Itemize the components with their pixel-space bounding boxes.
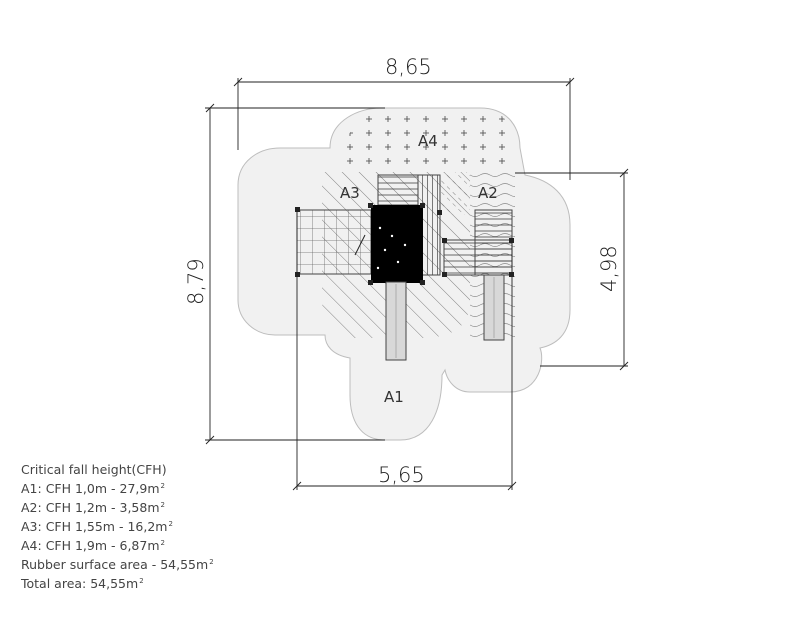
zone-a4-pattern (342, 108, 518, 172)
legend-item-a3: A3: CFH 1,55m - 16,2m2 (21, 519, 173, 534)
legend-item-a1: A1: CFH 1,0m - 27,9m2 (21, 481, 165, 496)
zone-label-a4: A4 (418, 132, 438, 150)
zone-label-a2: A2 (478, 184, 498, 202)
dimension-structure-width (292, 212, 517, 491)
legend-title: Critical fall height(CFH) (21, 462, 167, 477)
climbing-net (296, 209, 372, 275)
dimension-label-overall-depth: 8,79 (184, 258, 208, 305)
zone-label-a1: A1 (384, 388, 404, 406)
dimension-overall-depth (205, 103, 385, 445)
legend-item-a2: A2: CFH 1,2m - 3,58m2 (21, 500, 165, 515)
zone-label-a3: A3 (340, 184, 360, 202)
dimension-label-structure-width: 5,65 (378, 463, 425, 487)
dimension-overall-width (233, 77, 575, 180)
fall-height-legend: Critical fall height(CFH) A1: CFH 1,0m -… (21, 462, 214, 592)
dimension-label-side-depth: 4,98 (597, 245, 621, 292)
platform-holes (376, 226, 407, 270)
dimension-label-overall-width: 8,65 (385, 55, 432, 79)
central-platform (371, 205, 423, 283)
stairs-top (377, 174, 419, 206)
play-structure (295, 174, 514, 361)
legend-item-rubber-area: Rubber surface area - 54,55m2 (21, 557, 214, 572)
legend-item-total-area: Total area: 54,55m2 (21, 576, 144, 591)
side-ladder (474, 209, 513, 276)
legend-item-a4: A4: CFH 1,9m - 6,87m2 (21, 538, 165, 553)
dimension-side-depth (515, 168, 629, 371)
